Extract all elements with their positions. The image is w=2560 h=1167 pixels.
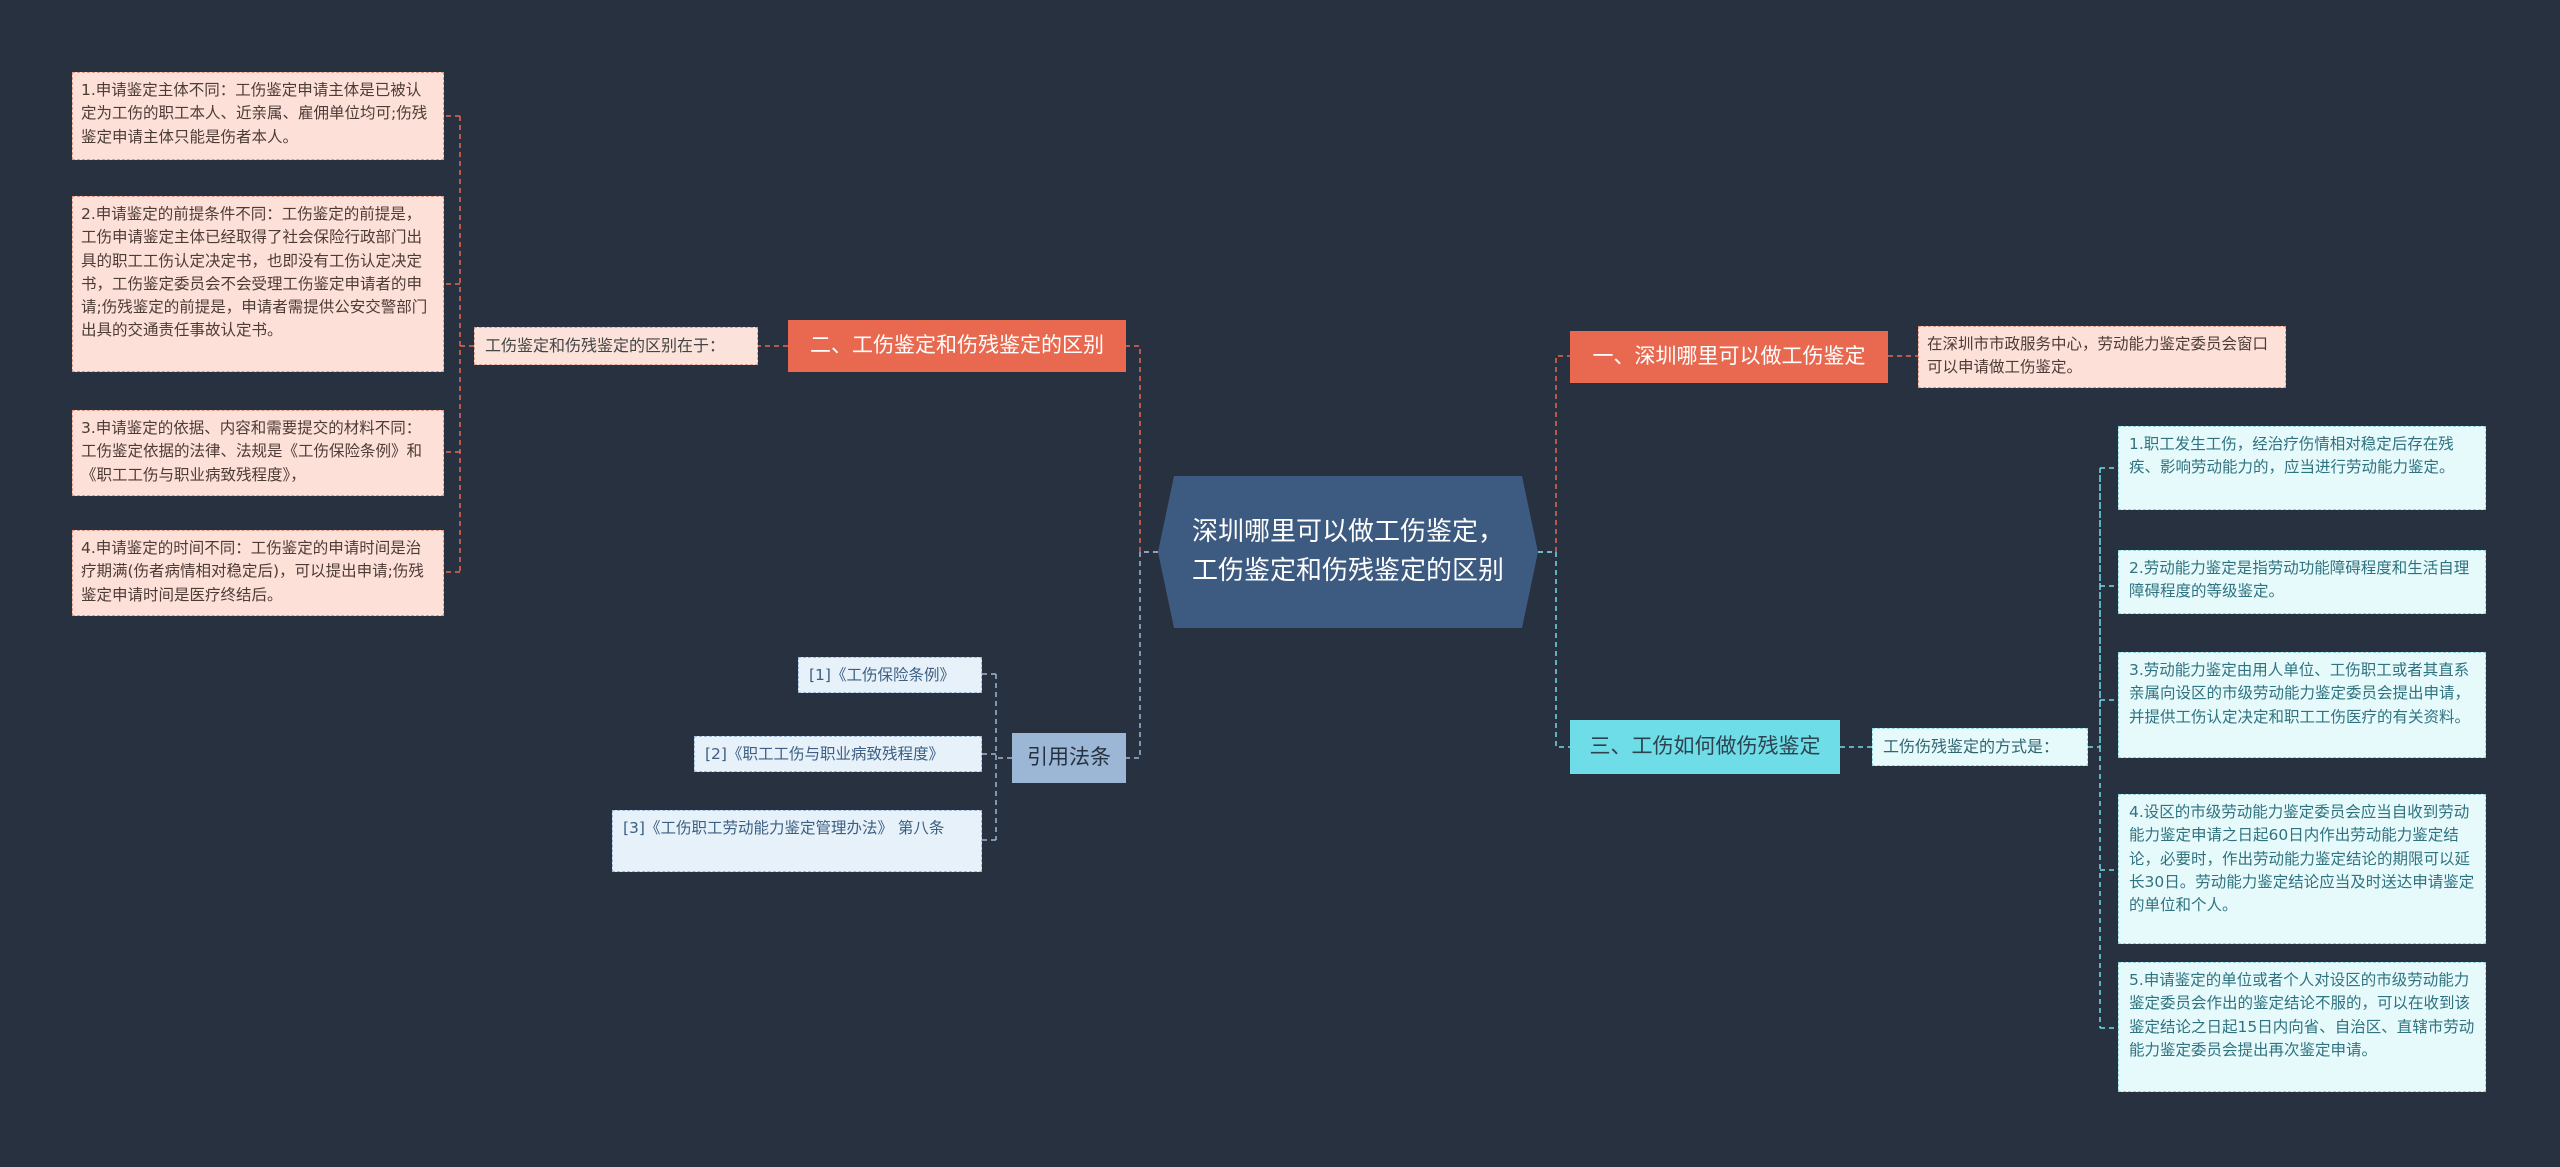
ref-item-text: [1]《工伤保险条例》: [809, 666, 955, 684]
link-refs-items: [982, 673, 1012, 841]
branch-refs-title: 引用法条: [1027, 745, 1111, 770]
branch-three-item-1[interactable]: 1.职工发生工伤，经治疗伤情相对稳定后存在残疾、影响劳动能力的，应当进行劳动能力…: [2118, 426, 2486, 510]
ref-item-2[interactable]: [2]《职工工伤与职业病致残程度》: [694, 736, 982, 772]
branch-three-item-5[interactable]: 5.申请鉴定的单位或者个人对设区的市级劳动能力鉴定委员会作出的鉴定结论不服的，可…: [2118, 962, 2486, 1092]
branch-two-item-text: 4.申请鉴定的时间不同：工伤鉴定的申请时间是治疗期满(伤者病情相对稳定后)，可以…: [81, 539, 424, 604]
link-root-branch-three: [1538, 551, 1570, 748]
branch-one-answer-text: 在深圳市市政服务中心，劳动能力鉴定委员会窗口可以申请做工伤鉴定。: [1927, 335, 2269, 377]
branch-three-label[interactable]: 工伤伤残鉴定的方式是：: [1872, 728, 2088, 766]
branch-two-item-4[interactable]: 4.申请鉴定的时间不同：工伤鉴定的申请时间是治疗期满(伤者病情相对稳定后)，可以…: [72, 530, 444, 616]
ref-item-3[interactable]: [3]《工伤职工劳动能力鉴定管理办法》 第八条: [612, 810, 982, 872]
branch-two-item-text: 1.申请鉴定主体不同：工伤鉴定申请主体是已被认定为工伤的职工本人、近亲属、雇佣单…: [81, 81, 428, 146]
branch-three-item-text: 5.申请鉴定的单位或者个人对设区的市级劳动能力鉴定委员会作出的鉴定结论不服的，可…: [2129, 971, 2475, 1059]
branch-three-item-text: 2.劳动能力鉴定是指劳动功能障碍程度和生活自理障碍程度的等级鉴定。: [2129, 559, 2470, 601]
branch-two-label[interactable]: 工伤鉴定和伤残鉴定的区别在于：: [474, 327, 758, 365]
central-topic-text: 深圳哪里可以做工伤鉴定，工伤鉴定和伤残鉴定的区别: [1191, 517, 1504, 586]
ref-item-1[interactable]: [1]《工伤保险条例》: [798, 657, 982, 693]
branch-two-title: 二、工伤鉴定和伤残鉴定的区别: [810, 333, 1104, 358]
link-root-branch-two: [1126, 345, 1158, 553]
branch-three-title: 三、工伤如何做伤残鉴定: [1589, 734, 1821, 759]
ref-item-text: [3]《工伤职工劳动能力鉴定管理办法》 第八条: [623, 819, 945, 837]
link-root-branch-one: [1538, 355, 1570, 553]
branch-two-item-text: 2.申请鉴定的前提条件不同：工伤鉴定的前提是，工伤申请鉴定主体已经取得了社会保险…: [81, 205, 428, 340]
branch-two-item-text: 3.申请鉴定的依据、内容和需要提交的材料不同：工伤鉴定依据的法律、法规是《工伤保…: [81, 419, 423, 484]
branch-three-item-2[interactable]: 2.劳动能力鉴定是指劳动功能障碍程度和生活自理障碍程度的等级鉴定。: [2118, 550, 2486, 614]
branch-one-answer[interactable]: 在深圳市市政服务中心，劳动能力鉴定委员会窗口可以申请做工伤鉴定。: [1918, 326, 2286, 388]
branch-three-item-3[interactable]: 3.劳动能力鉴定由用人单位、工伤职工或者其直系亲属向设区的市级劳动能力鉴定委员会…: [2118, 652, 2486, 758]
branch-two-item-2[interactable]: 2.申请鉴定的前提条件不同：工伤鉴定的前提是，工伤申请鉴定主体已经取得了社会保险…: [72, 196, 444, 372]
link-label-two-items: [444, 115, 474, 573]
link-root-branch-refs: [1126, 551, 1158, 759]
link-label-three-items: [2088, 467, 2118, 1029]
branch-one-title: 一、深圳哪里可以做工伤鉴定: [1592, 344, 1866, 369]
branch-one[interactable]: 一、深圳哪里可以做工伤鉴定: [1570, 331, 1888, 383]
branch-refs[interactable]: 引用法条: [1012, 733, 1126, 783]
branch-three-label-text: 工伤伤残鉴定的方式是：: [1883, 737, 2060, 756]
branch-two-label-text: 工伤鉴定和伤残鉴定的区别在于：: [485, 336, 726, 355]
branch-three-item-4[interactable]: 4.设区的市级劳动能力鉴定委员会应当自收到劳动能力鉴定申请之日起60日内作出劳动…: [2118, 794, 2486, 944]
ref-item-text: [2]《职工工伤与职业病致残程度》: [705, 745, 944, 763]
branch-three-item-text: 3.劳动能力鉴定由用人单位、工伤职工或者其直系亲属向设区的市级劳动能力鉴定委员会…: [2129, 661, 2471, 726]
branch-two[interactable]: 二、工伤鉴定和伤残鉴定的区别: [788, 320, 1126, 372]
branch-three-item-text: 4.设区的市级劳动能力鉴定委员会应当自收到劳动能力鉴定申请之日起60日内作出劳动…: [2129, 803, 2475, 914]
central-topic[interactable]: 深圳哪里可以做工伤鉴定，工伤鉴定和伤残鉴定的区别: [1158, 476, 1538, 628]
branch-three-item-text: 1.职工发生工伤，经治疗伤情相对稳定后存在残疾、影响劳动能力的，应当进行劳动能力…: [2129, 435, 2455, 477]
branch-three[interactable]: 三、工伤如何做伤残鉴定: [1570, 720, 1840, 774]
branch-two-item-1[interactable]: 1.申请鉴定主体不同：工伤鉴定申请主体是已被认定为工伤的职工本人、近亲属、雇佣单…: [72, 72, 444, 160]
branch-two-item-3[interactable]: 3.申请鉴定的依据、内容和需要提交的材料不同：工伤鉴定依据的法律、法规是《工伤保…: [72, 410, 444, 496]
